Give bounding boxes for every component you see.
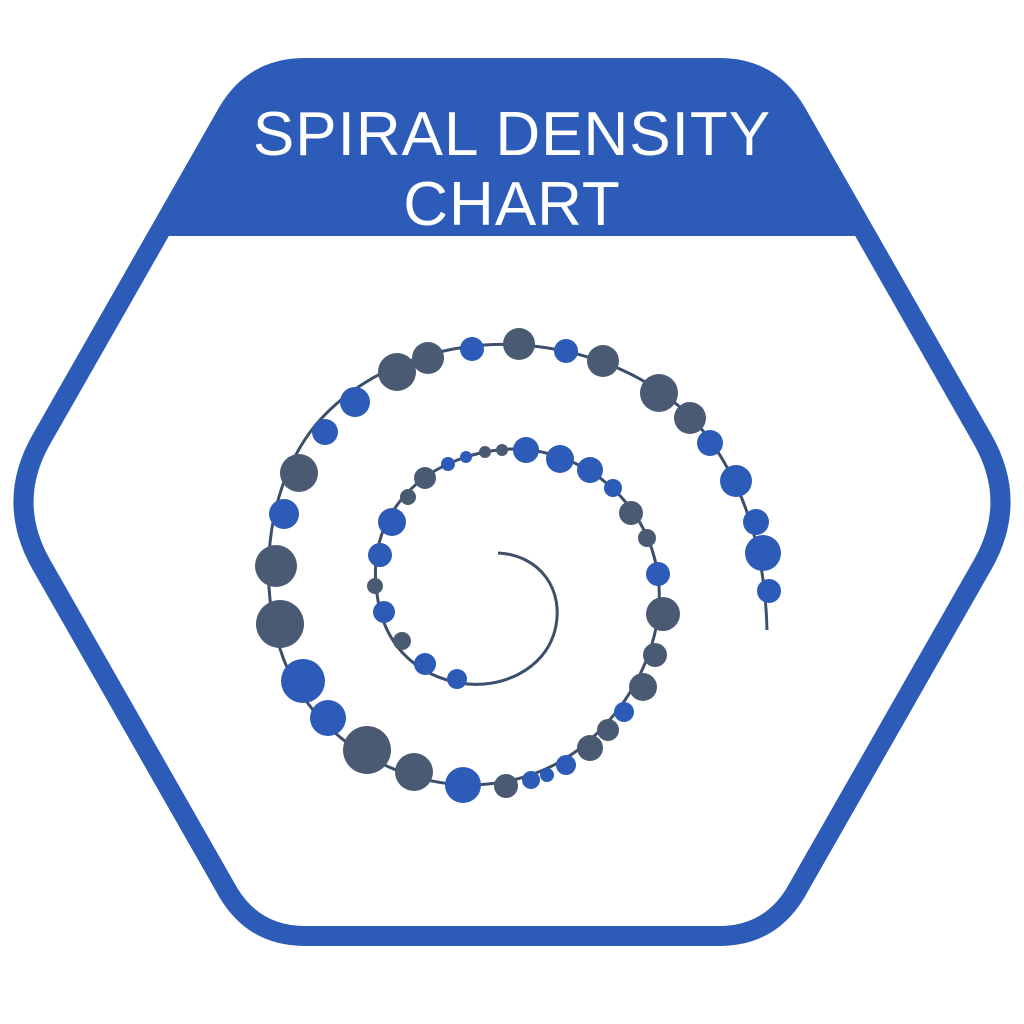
spiral-dot: [646, 562, 670, 586]
spiral-dot: [743, 509, 769, 535]
spiral-dot: [597, 719, 619, 741]
spiral-dot: [643, 643, 667, 667]
spiral-dot: [312, 419, 338, 445]
spiral-dot: [577, 735, 603, 761]
spiral-dot: [503, 328, 535, 360]
spiral-dot: [460, 451, 472, 463]
spiral-dot: [587, 345, 619, 377]
spiral-dot: [619, 501, 643, 525]
spiral-dot: [393, 632, 411, 650]
spiral-dot: [638, 529, 656, 547]
spiral-dot: [513, 437, 539, 463]
spiral-dot: [256, 600, 304, 648]
spiral-dot: [629, 673, 657, 701]
spiral-dot: [414, 467, 436, 489]
spiral-dots: [255, 328, 781, 803]
spiral-dot: [367, 578, 383, 594]
spiral-dot: [496, 444, 508, 456]
spiral-dot: [378, 353, 416, 391]
spiral-dot: [546, 445, 574, 473]
spiral-dot: [745, 535, 781, 571]
title-line-2: CHART: [403, 170, 620, 239]
spiral-dot: [395, 753, 433, 791]
spiral-dot: [412, 342, 444, 374]
spiral-dot: [368, 543, 392, 567]
spiral-dot: [697, 430, 723, 456]
hexagon-frame: [13, 58, 1011, 946]
spiral-dot: [310, 700, 346, 736]
spiral-dot: [460, 337, 484, 361]
spiral-dot: [494, 774, 518, 798]
spiral-dot: [414, 653, 436, 675]
spiral-dot: [400, 489, 416, 505]
spiral-dot: [646, 597, 680, 631]
spiral-dot: [720, 465, 752, 497]
spiral-dot: [340, 387, 370, 417]
spiral-dot: [255, 545, 297, 587]
spiral-dot: [556, 755, 576, 775]
spiral-dot: [378, 508, 406, 536]
spiral-dot: [343, 726, 391, 774]
title-line-1: SPIRAL DENSITY: [253, 100, 771, 169]
spiral-dot: [373, 601, 395, 623]
spiral-dot: [577, 457, 603, 483]
spiral-dot: [540, 768, 554, 782]
spiral-dot: [604, 479, 622, 497]
spiral-dot: [281, 659, 325, 703]
spiral-dot: [674, 402, 706, 434]
spiral-dot: [445, 767, 481, 803]
spiral-dot: [479, 446, 491, 458]
spiral-dot: [269, 499, 299, 529]
spiral-dot: [522, 771, 540, 789]
spiral-dot: [441, 457, 455, 471]
spiral-dot: [757, 579, 781, 603]
spiral-dot: [280, 454, 318, 492]
spiral-dot: [447, 669, 467, 689]
spiral-dot: [614, 702, 634, 722]
spiral-dot: [640, 374, 678, 412]
spiral-dot: [554, 339, 578, 363]
